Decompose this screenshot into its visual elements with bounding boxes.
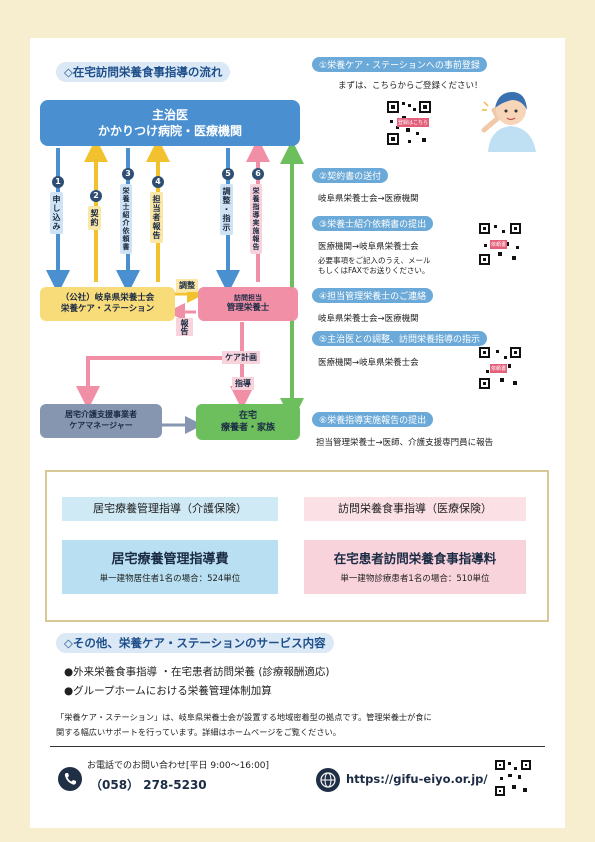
- step-number-1: 1: [52, 176, 64, 188]
- adjust-label: 調整: [176, 279, 198, 292]
- fees-box: [45, 470, 549, 622]
- step5-flow: 医療機関→岐阜県栄養士会: [318, 358, 419, 368]
- step-number-5: 5: [222, 168, 234, 180]
- arrow-label-coordinate: 調整・指示: [220, 184, 233, 235]
- report-label: 報告: [176, 318, 193, 336]
- globe-icon: [316, 768, 340, 792]
- medical-fee-detail: 単一建物診療患者1名の場合：510単位: [340, 574, 490, 584]
- qr-code-registration[interactable]: 登録はこちら: [386, 100, 432, 146]
- care-manager-org: 居宅介護支援事業者: [65, 410, 137, 420]
- arrow-label-assign-report: 担当者報告: [150, 192, 163, 243]
- step4-flow: 岐阜県栄養士会→医療機関: [318, 314, 419, 324]
- step4-title: ④担当管理栄養士のご連絡: [312, 288, 434, 303]
- qr1-tag: 登録はこちら: [397, 118, 430, 127]
- guidance-label: 指導: [232, 377, 254, 390]
- care-manager-title: ケアマネージャー: [69, 421, 133, 430]
- dietitian-role: 訪問担当: [234, 293, 262, 302]
- care-manager-box: 居宅介護支援事業者 ケアマネージャー: [40, 404, 162, 438]
- flow-section-title: ◇在宅訪問栄養食事指導の流れ: [56, 62, 231, 82]
- care-fee-detail: 単一建物居住者1名の場合：524単位: [99, 574, 241, 584]
- step3-note-line2: もしくはFAXでお送りください。: [318, 266, 430, 276]
- qr-code-request-form[interactable]: 依頼書: [478, 222, 522, 266]
- website-link[interactable]: https://gifu-eiyo.or.jp/: [346, 772, 488, 786]
- step5-title: ⑤主治医との調整、訪問栄養指導の指示: [312, 331, 487, 346]
- dietitian-title: 管理栄養士: [226, 302, 270, 313]
- care-plan-label: ケア計画: [222, 351, 260, 364]
- service-item-2: ●グループホームにおける栄養管理体制加算: [64, 685, 272, 697]
- step6-title: ⑥栄養指導実施報告の提出: [312, 412, 434, 427]
- patient-line1: 在宅: [238, 410, 257, 421]
- care-fee-panel: 居宅療養管理指導費 単一建物居住者1名の場合：524単位: [62, 540, 278, 594]
- step3-title: ③栄養士紹介依頼書の提出: [312, 216, 434, 231]
- doctor-box: 主治医 かかりつけ病院・医療機関: [40, 100, 300, 146]
- medical-insurance-header: 訪問栄養食事指導（医療保険）: [304, 497, 526, 521]
- association-name: （公社）岐阜県栄養士会: [60, 292, 155, 303]
- patient-line2: 療養者・家族: [220, 423, 275, 433]
- step-number-2: 2: [90, 190, 102, 202]
- phone-icon: [58, 767, 82, 791]
- qr-code-website[interactable]: [494, 759, 532, 797]
- step2-title: ②契約書の送付: [312, 168, 389, 183]
- step3-note-line1: 必要事項をご記入のうえ、メール: [318, 256, 431, 265]
- medical-fee-name: 在宅患者訪問栄養食事指導料: [333, 551, 497, 566]
- description-line-1: 「栄養ケア・ステーション」は、岐阜県栄養士会が設置する地域密着型の拠点です。管理…: [56, 712, 432, 722]
- phone-number[interactable]: （058） 278-5230: [90, 778, 207, 792]
- arrow-label-request: 栄養士紹介依頼書: [120, 184, 132, 254]
- qr3-tag: 依頼書: [490, 364, 508, 373]
- arrow-label-contract: 契約: [88, 206, 101, 230]
- doctor-subtitle: かかりつけ病院・医療機関: [97, 124, 243, 138]
- description-line-2: 関する幅広いサポートを行っています。詳細はホームページをご覧ください。: [56, 727, 341, 737]
- step-number-3: 3: [122, 168, 134, 180]
- patient-box: 在宅 療養者・家族: [196, 404, 300, 440]
- association-station: 栄養ケア・ステーション: [60, 304, 155, 314]
- woman-illustration: [481, 92, 536, 152]
- arrow-label-apply: 申し込み: [50, 192, 63, 234]
- care-fee-name: 居宅療養管理指導費: [111, 552, 229, 567]
- phone-label: お電話でのお問い合わせ[平日 9:00～16:00]: [87, 761, 270, 771]
- step1-body: まずは、こちらからご登録ください！: [338, 81, 483, 91]
- step-number-4: 4: [152, 176, 164, 188]
- association-box: （公社）岐阜県栄養士会 栄養ケア・ステーション: [40, 287, 175, 321]
- step-number-6: 6: [252, 168, 264, 180]
- doctor-title: 主治医: [151, 107, 188, 122]
- services-section-title: ◇その他、栄養ケア・ステーションのサービス内容: [56, 633, 334, 653]
- step1-title: ①栄養ケア・ステーションへの事前登録: [312, 57, 487, 72]
- service-item-1: ●外来栄養食事指導 ・在宅患者訪問栄養 (診療報酬適応): [64, 666, 330, 678]
- arrow-label-report: 栄養指導実施報告: [250, 184, 262, 254]
- care-insurance-header: 居宅療養管理指導（介護保険）: [62, 497, 278, 521]
- services-description: 「栄養ケア・ステーション」は、岐阜県栄養士会が設置する地域密着型の拠点です。管理…: [56, 710, 544, 740]
- step2-flow: 岐阜県栄養士会→医療機関: [318, 194, 419, 204]
- step6-flow: 担当管理栄養士→医師、介護支援専門員に報告: [316, 438, 494, 448]
- dietitian-box: 訪問担当 管理栄養士: [198, 287, 298, 321]
- services-list: ●外来栄養食事指導 ・在宅患者訪問栄養 (診療報酬適応) ●グループホームにおけ…: [64, 663, 330, 701]
- footer-divider: [50, 746, 545, 747]
- qr-code-instruction-form[interactable]: 依頼書: [478, 346, 522, 390]
- qr2-tag: 依頼書: [490, 240, 508, 249]
- step3-note: 必要事項をご記入のうえ、メール もしくはFAXでお送りください。: [318, 256, 431, 276]
- medical-fee-panel: 在宅患者訪問栄養食事指導料 単一建物診療患者1名の場合：510単位: [304, 540, 526, 594]
- step3-flow: 医療機関→岐阜県栄養士会: [318, 242, 419, 252]
